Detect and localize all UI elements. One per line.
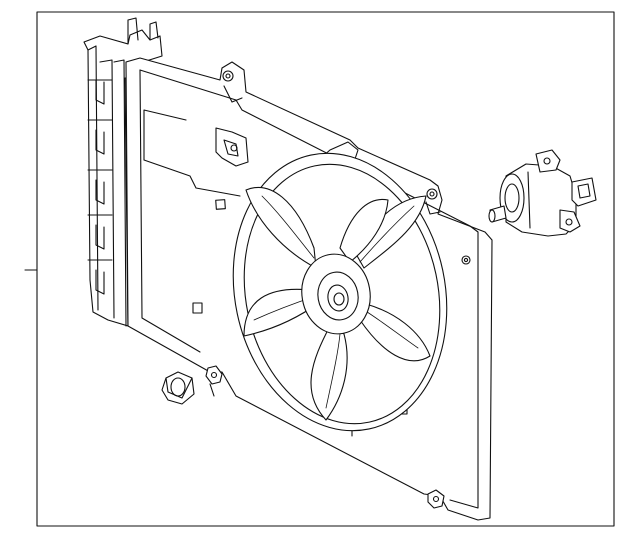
diagram-border: [36, 11, 615, 527]
fan-blade: [243, 186, 431, 421]
hex-nut: [161, 371, 195, 405]
fan-motor: [488, 149, 597, 237]
